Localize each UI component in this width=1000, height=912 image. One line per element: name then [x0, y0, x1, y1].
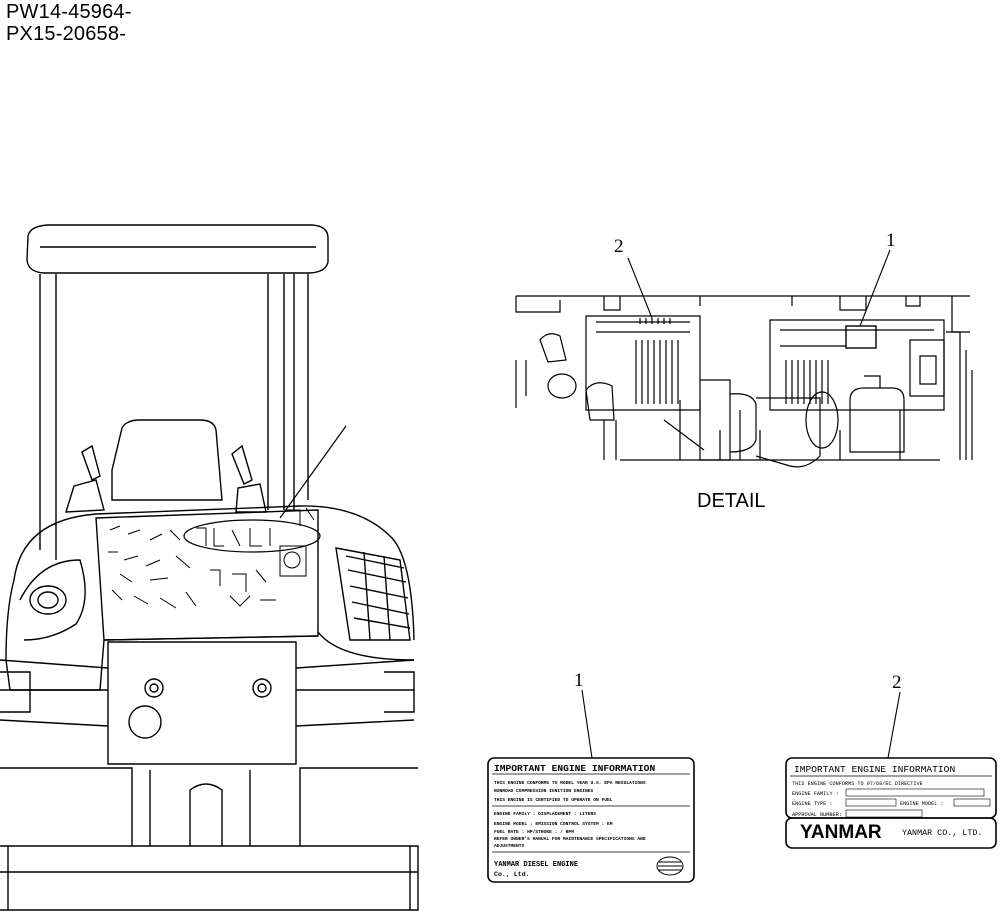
label-2-callout: 2	[892, 672, 902, 693]
label-1-maker: YANMAR DIESEL ENGINE	[494, 861, 578, 869]
yanmar-emblem-icon	[656, 856, 684, 876]
label-2-company: YANMAR CO., LTD.	[902, 828, 982, 838]
detail-view-engine-compartment	[515, 295, 973, 468]
detail-callout-2: 2	[614, 236, 624, 257]
label-1-engine-info-decal: IMPORTANT ENGINE INFORMATION THIS ENGINE…	[487, 757, 695, 883]
label-2-leader	[887, 691, 901, 759]
detail-callout-1: 1	[886, 230, 896, 251]
detail-label-1-location	[845, 325, 877, 349]
label-1-leader	[581, 689, 593, 759]
label-2-title: IMPORTANT ENGINE INFORMATION	[794, 764, 955, 775]
label-2-approval-number: APPROVAL NUMBER:	[792, 812, 842, 818]
detail-leader-2	[627, 257, 653, 319]
label-1-line-6: FUEL RATE : HP/STROKE : / RPM	[494, 829, 574, 835]
label-1-line-3: THIS ENGINE IS CERTIFIED TO OPERATE ON F…	[494, 797, 613, 803]
detail-leader-1	[859, 249, 891, 327]
leader-to-detail	[279, 425, 347, 519]
label-2-engine-info-decal: IMPORTANT ENGINE INFORMATION THIS ENGINE…	[785, 757, 997, 819]
label-1-callout: 1	[574, 670, 584, 691]
label-1-line-1: THIS ENGINE CONFORMS TO MODEL YEAR U.S. …	[494, 780, 646, 786]
label-1-maker-suffix: Co., Ltd.	[494, 871, 530, 878]
label-1-line-5: ENGINE MODEL : EMISSION CONTROL SYSTEM :…	[494, 821, 613, 827]
label-2-engine-family: ENGINE FAMILY :	[792, 791, 839, 797]
engine-compartment-clutter	[108, 507, 321, 609]
label-2-engine-type: ENGINE TYPE :	[792, 801, 832, 807]
label-1-title: IMPORTANT ENGINE INFORMATION	[494, 763, 655, 774]
label-1-line-8: ADJUSTMENTS	[494, 843, 525, 849]
label-1-line-4: ENGINE FAMILY : DISPLACEMENT : LITERS	[494, 811, 596, 817]
label-2-directive: THIS ENGINE CONFORMS TO 97/68/EC DIRECTI…	[792, 781, 923, 787]
machine-rear-view	[0, 224, 419, 911]
detail-caption: DETAIL	[697, 490, 766, 512]
label-2-bottom-frame	[785, 817, 997, 849]
label-2-engine-model: ENGINE MODEL :	[900, 801, 944, 807]
label-1-line-2: NONROAD COMPRESSION IGNITION ENGINES	[494, 788, 593, 794]
serial-number-range-2: PX15-20658-	[6, 23, 127, 45]
serial-number-range-1: PW14-45964-	[6, 1, 132, 23]
label-1-line-7: REFER OWNER'S MANUAL FOR MAINTENANCE SPE…	[494, 836, 646, 842]
label-2-brand: YANMAR	[800, 822, 882, 843]
